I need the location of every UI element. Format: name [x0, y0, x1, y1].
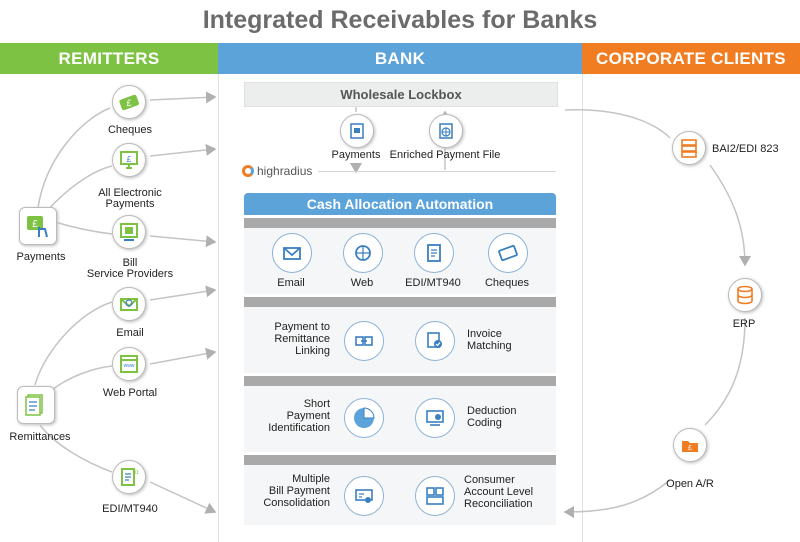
- band-2: [244, 297, 556, 307]
- channel-cheques-icon: [488, 233, 528, 273]
- cheque-icon: £: [112, 85, 146, 119]
- svg-text:£: £: [127, 155, 132, 164]
- remittances-source-label: Remittances: [9, 431, 71, 443]
- bill-service-label-2: Service Providers: [86, 268, 174, 280]
- lockbox-payments-icon: [340, 114, 374, 148]
- svg-text:www: www: [124, 363, 135, 369]
- edi-remitter-label: EDI/MT940: [102, 503, 158, 515]
- feature-panel-3: [244, 465, 556, 525]
- electronic-payments-label-1: All Electronic: [98, 187, 162, 199]
- erp-icon: [728, 278, 762, 312]
- edi-remitter-icon: 01: [112, 460, 146, 494]
- channel-email-icon: [272, 233, 312, 273]
- short-payment-icon: [344, 398, 384, 438]
- channel-web-label: Web: [350, 277, 374, 289]
- email-icon: [112, 287, 146, 321]
- page-title: Integrated Receivables for Banks: [202, 6, 598, 34]
- web-portal-label: Web Portal: [102, 387, 158, 399]
- channel-edi-label: EDI/MT940: [405, 277, 461, 289]
- band-3: [244, 376, 556, 386]
- account-reconciliation-icon: [415, 476, 455, 516]
- corporate-header: CORPORATE CLIENTS: [582, 43, 800, 74]
- electronic-payments-icon: £: [112, 143, 146, 177]
- web-portal-icon: www: [112, 347, 146, 381]
- bill-service-icon: [112, 215, 146, 249]
- deduction-coding-icon: [415, 398, 455, 438]
- column-divider-right: [582, 74, 583, 542]
- feature-panel-2: [244, 386, 556, 452]
- channel-email-label: Email: [277, 277, 305, 289]
- open-ar-label: Open A/R: [666, 478, 714, 490]
- bank-header: BANK: [218, 43, 582, 74]
- enriched-file-label: Enriched Payment File: [389, 149, 501, 161]
- erp-label: ERP: [732, 318, 756, 330]
- bai-edi-label: BAI2/EDI 823: [712, 143, 779, 155]
- bai-edi-icon: [672, 131, 706, 165]
- bill-consolidation-icon: [344, 476, 384, 516]
- electronic-payments-label-2: Payments: [105, 198, 155, 210]
- remittances-source-icon: [17, 386, 55, 424]
- open-ar-icon: £: [673, 428, 707, 462]
- column-divider-left: [218, 74, 219, 542]
- wholesale-lockbox: Wholesale Lockbox: [244, 82, 558, 107]
- email-label: Email: [116, 327, 144, 339]
- svg-text:£: £: [126, 98, 131, 108]
- lockbox-payments-label: Payments: [331, 149, 381, 161]
- band-4: [244, 455, 556, 465]
- svg-text:01: 01: [133, 470, 139, 476]
- svg-text:£: £: [688, 445, 692, 452]
- enriched-file-icon: [429, 114, 463, 148]
- channel-cheques-label: Cheques: [484, 277, 530, 289]
- invoice-matching-icon: [415, 321, 455, 361]
- cash-allocation-header: Cash Allocation Automation: [244, 193, 556, 215]
- payments-source-label: Payments: [16, 251, 66, 263]
- channel-web-icon: [343, 233, 383, 273]
- band-1: [244, 218, 556, 228]
- remitters-header: REMITTERS: [0, 43, 218, 74]
- channel-edi-icon: [414, 233, 454, 273]
- cheques-label: Cheques: [107, 124, 153, 136]
- svg-text:£: £: [32, 219, 38, 230]
- bill-service-label-1: Bill: [122, 257, 138, 269]
- feature-panel-1: [244, 307, 556, 373]
- highradius-brand: highradius: [257, 164, 313, 178]
- brand-divider: [318, 171, 556, 172]
- linking-icon: [344, 321, 384, 361]
- highradius-logo-icon: [242, 165, 254, 177]
- payments-source-icon: £: [19, 207, 57, 245]
